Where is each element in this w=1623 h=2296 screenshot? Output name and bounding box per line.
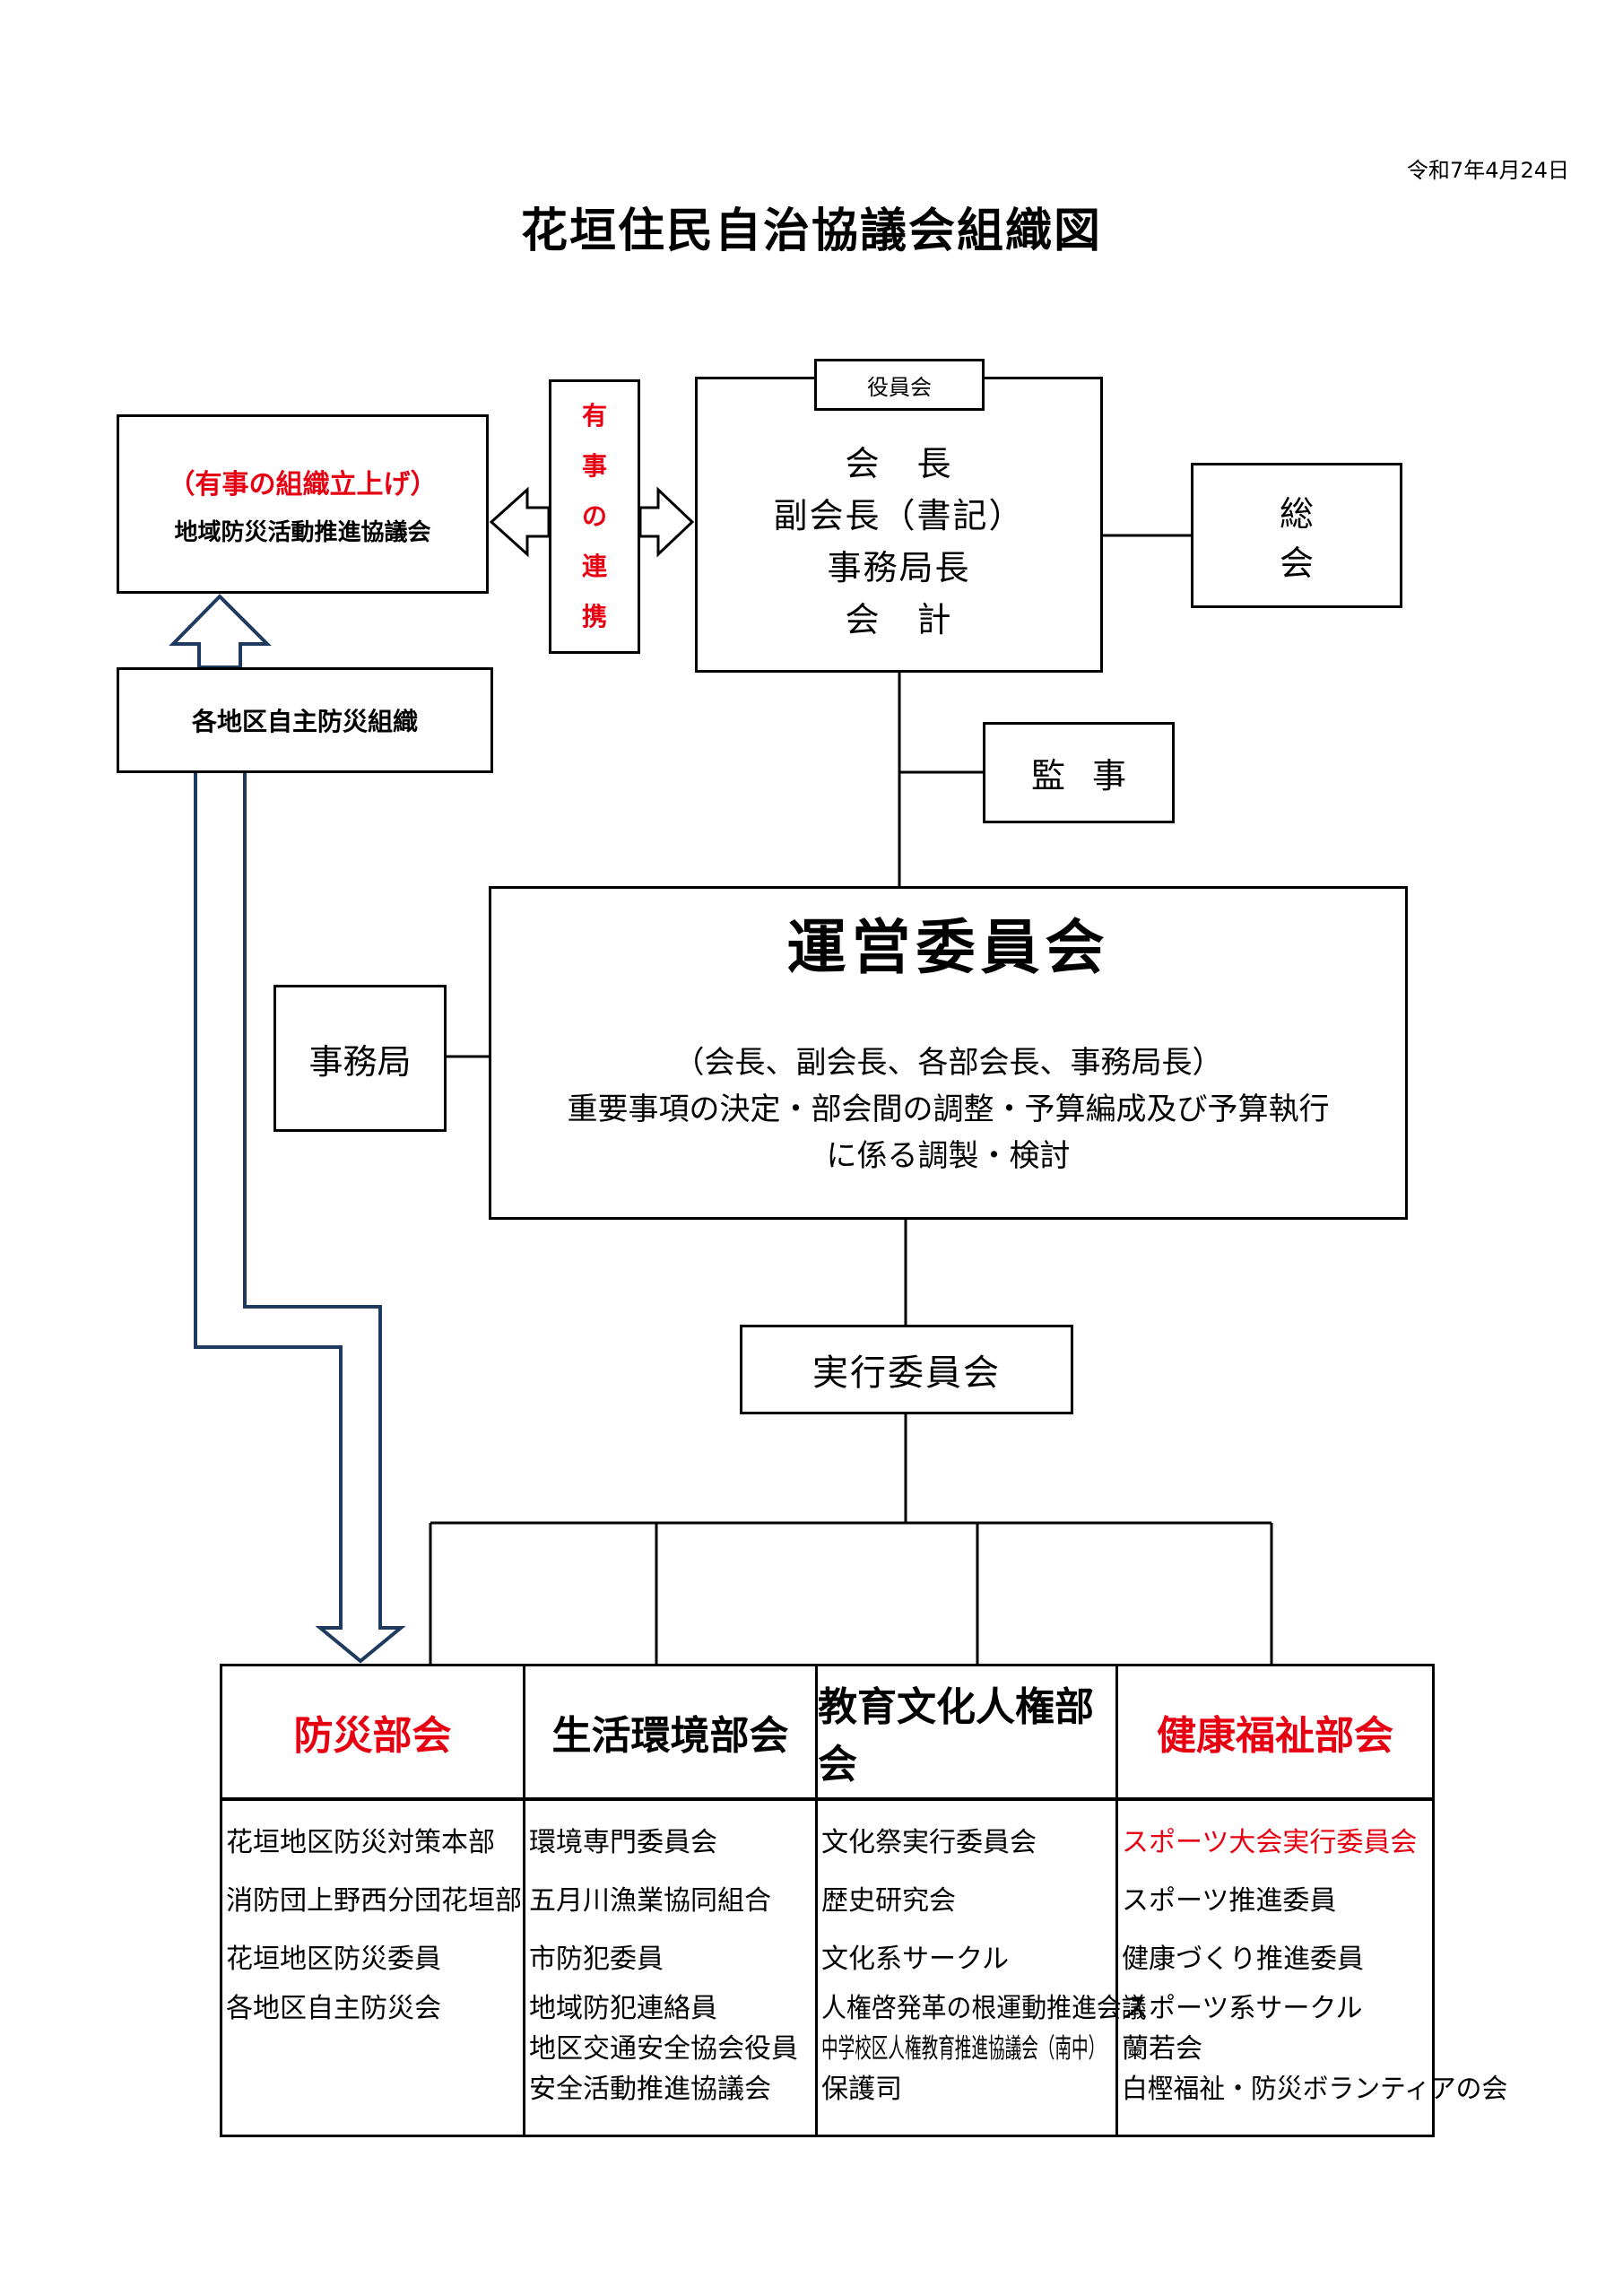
list-item: 文化系サークル (821, 1944, 1010, 1975)
link-char: の (581, 501, 607, 531)
list-item: 歴史研究会 (821, 1885, 956, 1917)
dept-header-environment: 生活環境部会 (525, 1666, 818, 1797)
list-item: スポーツ推進委員 (1122, 1885, 1337, 1917)
dept-header-welfare: 健康福祉部会 (1157, 1713, 1393, 1759)
local-disaster-org-box: 各地区自主防災組織 (117, 667, 493, 773)
list-item: 保護司 (821, 2074, 902, 2105)
list-item: 五月川漁業協同組合 (529, 1885, 771, 1917)
list-item: 花垣地区防災対策本部 (226, 1827, 495, 1858)
secretariat-box: 事務局 (273, 985, 447, 1132)
auditor-box: 監事 (983, 722, 1175, 823)
executive-committee-box: 実行委員会 (740, 1325, 1073, 1414)
link-char: 携 (581, 602, 607, 631)
dept-list-disaster: 花垣地区防災対策本部 消防団上野西分団花垣部 花垣地区防災委員 各地区自主防災会 (222, 1801, 525, 2135)
dept-list-welfare: スポーツ大会実行委員会 スポーツ推進委員 健康づくり推進委員 スポーツ系サークル… (1118, 1801, 1508, 2135)
emergency-council-box: （有事の組織立上げ） 地域防災活動推進協議会 (117, 414, 489, 594)
steering-members: （会長、副会長、各部会長、事務局長） (673, 1045, 1223, 1081)
list-item: 安全活動推進協議会 (529, 2074, 771, 2105)
page-title: 花垣住民自治協議会組織図 (520, 204, 1102, 258)
officer-vice-chair: 副会長（書記） (773, 496, 1025, 535)
dept-header-disaster: 防災部会 (222, 1666, 525, 1797)
list-item: 市防犯委員 (529, 1944, 664, 1975)
list-item: 中学校区人権教育推進協議会（南中） (821, 2033, 1106, 2065)
list-item: 蘭若会 (1122, 2033, 1202, 2065)
link-char: 有 (581, 401, 607, 430)
officers-label: 役員会 (814, 359, 985, 411)
list-item: 花垣地区防災委員 (226, 1944, 441, 1975)
officer-chair: 会 長 (845, 444, 953, 483)
list-item: 消防団上野西分団花垣部 (226, 1885, 522, 1917)
down-arrow (194, 773, 406, 1664)
general-assembly-box: 総会 (1191, 463, 1402, 608)
emergency-subtitle: 地域防災活動推進協議会 (174, 518, 431, 546)
steering-title: 運営委員会 (786, 913, 1110, 982)
list-item: 人権啓発革の根運動推進会議 (821, 1993, 1147, 2024)
date-label: 令和7年4月24日 (1406, 158, 1569, 183)
list-item: 環境専門委員会 (529, 1827, 717, 1858)
list-item: 文化祭実行委員会 (821, 1827, 1037, 1858)
link-char: 事 (581, 451, 607, 481)
list-item: 各地区自主防災会 (226, 1993, 441, 2024)
departments-table: 防災部会 生活環境部会 教育文化人権部会 健康福祉部会 花垣地区防災対策本部 消… (220, 1664, 1508, 2137)
steering-role: 重要事項の決定・部会間の調整・予算編成及び予算執行 (567, 1091, 1330, 1127)
list-item: 地区交通安全協会役員 (529, 2033, 798, 2065)
link-char: 連 (581, 552, 607, 581)
dept-list-environment: 環境専門委員会 五月川漁業協同組合 市防犯委員 地域防犯連絡員 地区交通安全協会… (525, 1801, 818, 2135)
list-item: スポーツ系サークル (1122, 1993, 1363, 2024)
up-arrow (169, 594, 272, 669)
bidirectional-arrow (489, 486, 551, 558)
officers-box: 会 長 副会長（書記） 事務局長 会 計 (695, 377, 1103, 673)
list-item: 白樫福祉・防災ボランティアの会 (1122, 2074, 1508, 2105)
emergency-title: （有事の組織立上げ） (168, 468, 438, 500)
dept-header-education: 教育文化人権部会 (818, 1666, 1118, 1797)
emergency-link-box: 有 事 の 連 携 (549, 379, 640, 654)
list-item: 健康づくり推進委員 (1122, 1944, 1364, 1975)
dept-list-education: 文化祭実行委員会 歴史研究会 文化系サークル 人権啓発革の根運動推進会議 中学校… (818, 1801, 1147, 2135)
steering-role-cont: に係る調製・検討 (826, 1138, 1071, 1174)
list-item: 地域防犯連絡員 (529, 1993, 717, 2024)
officer-treasurer: 会 計 (845, 600, 953, 639)
steering-committee-box: 運営委員会 （会長、副会長、各部会長、事務局長） 重要事項の決定・部会間の調整・… (489, 886, 1408, 1220)
list-item: スポーツ大会実行委員会 (1122, 1827, 1418, 1858)
officer-secretary-general: 事務局長 (827, 548, 971, 587)
